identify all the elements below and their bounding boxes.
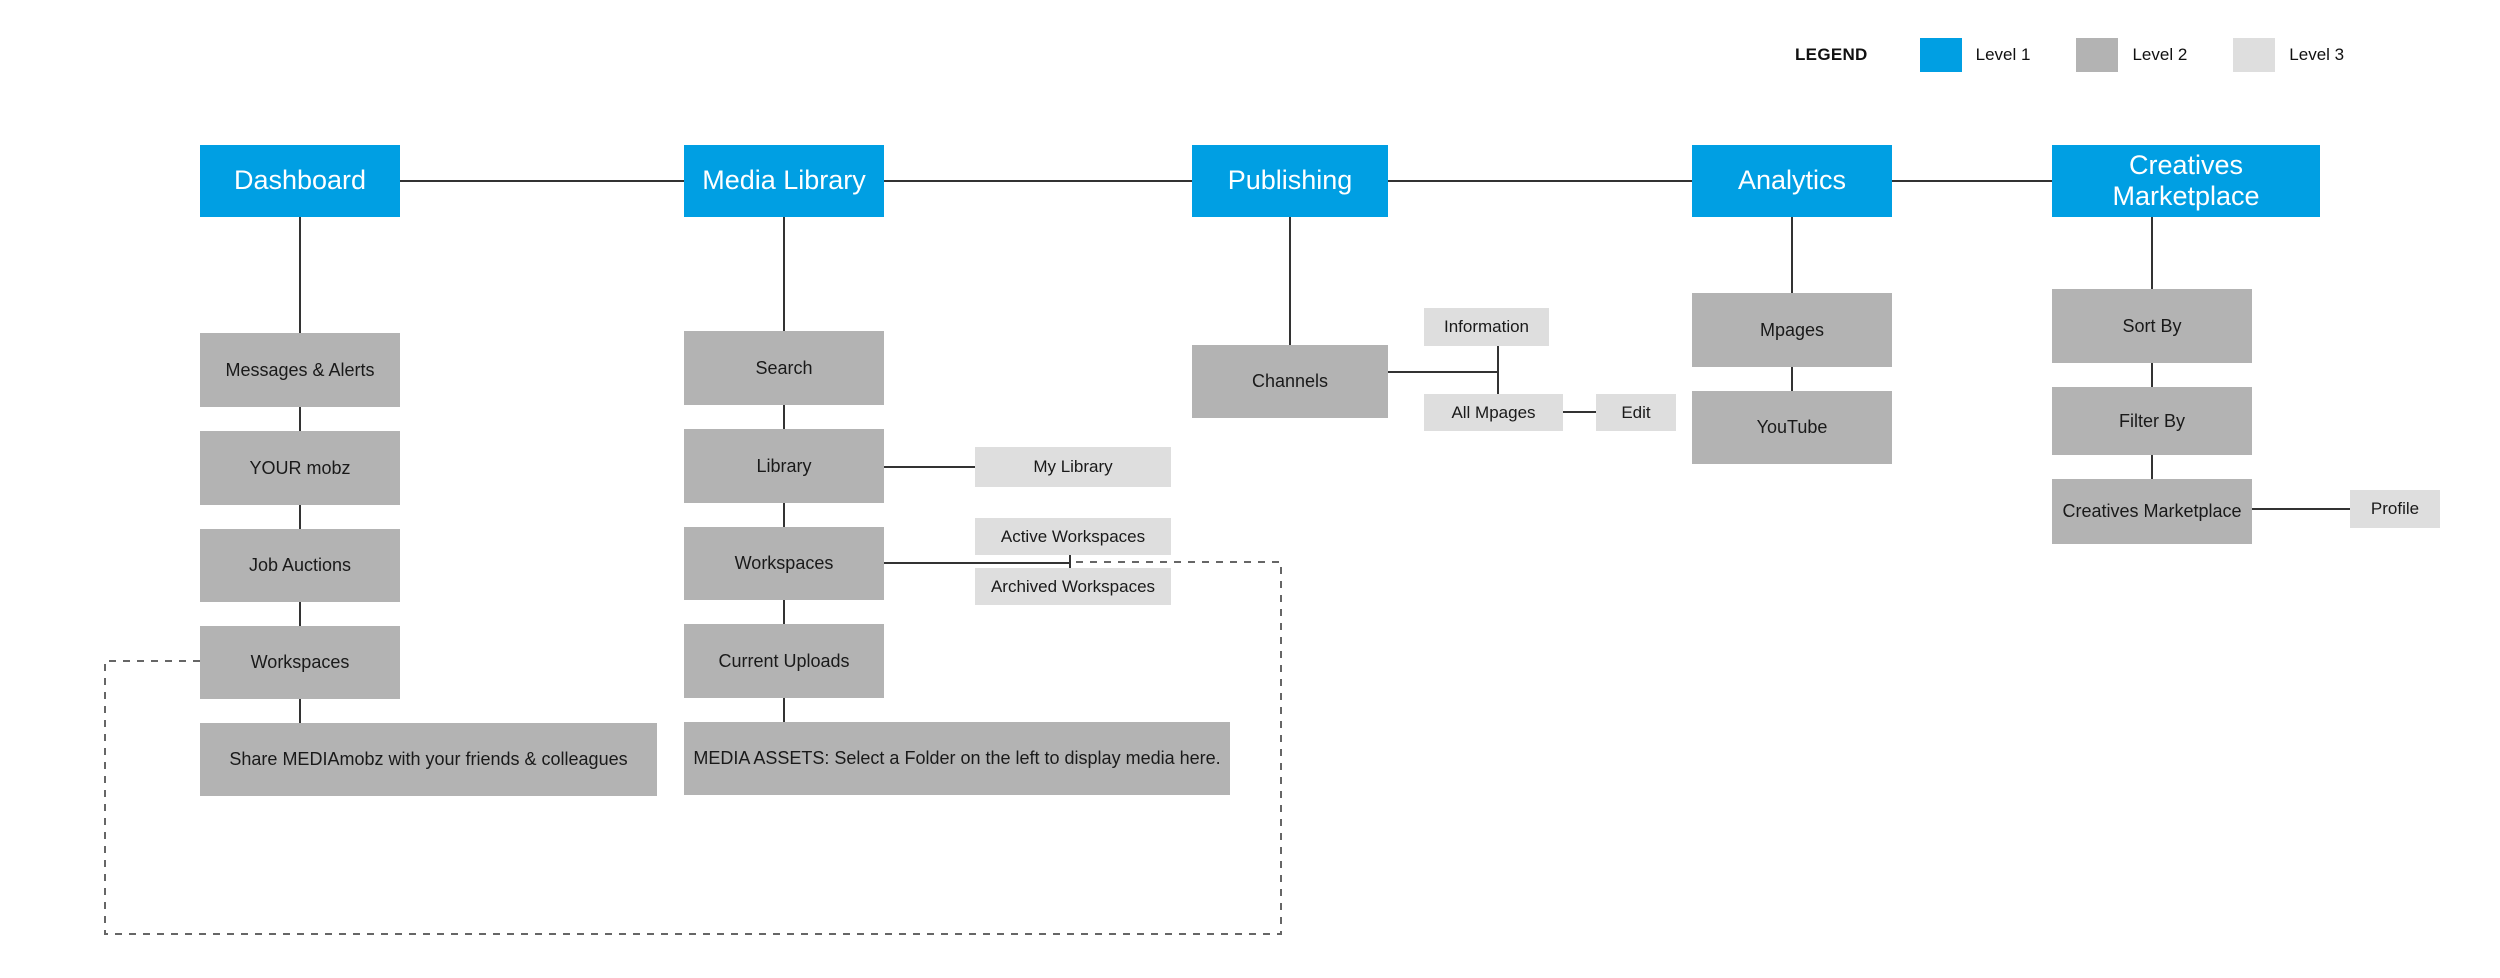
node-search[interactable]: Search bbox=[684, 331, 884, 405]
node-dashboard-workspaces[interactable]: Workspaces bbox=[200, 626, 400, 699]
node-active-workspaces[interactable]: Active Workspaces bbox=[975, 518, 1171, 555]
node-profile[interactable]: Profile bbox=[2350, 490, 2440, 528]
node-channels[interactable]: Channels bbox=[1192, 345, 1388, 418]
node-sort-by[interactable]: Sort By bbox=[2052, 289, 2252, 363]
node-current-uploads[interactable]: Current Uploads bbox=[684, 624, 884, 698]
legend: LEGEND Level 1 Level 2 Level 3 bbox=[1795, 38, 2344, 72]
legend-label-level-3: Level 3 bbox=[2289, 45, 2345, 64]
node-job-auctions[interactable]: Job Auctions bbox=[200, 529, 400, 602]
node-analytics[interactable]: Analytics bbox=[1692, 145, 1892, 217]
node-library[interactable]: Library bbox=[684, 429, 884, 503]
node-youtube[interactable]: YouTube bbox=[1692, 391, 1892, 464]
legend-label-level-1: Level 1 bbox=[1975, 45, 2031, 64]
legend-swatch-level-3 bbox=[2233, 38, 2276, 72]
node-mpages[interactable]: Mpages bbox=[1692, 293, 1892, 367]
node-filter-by[interactable]: Filter By bbox=[2052, 387, 2252, 455]
legend-item-level-3: Level 3 bbox=[2233, 38, 2344, 72]
legend-item-level-2: Level 2 bbox=[2076, 38, 2187, 72]
node-creatives-marketplace-root[interactable]: Creatives Marketplace bbox=[2052, 145, 2320, 217]
legend-item-level-1: Level 1 bbox=[1919, 38, 2031, 72]
node-share-mediamobz[interactable]: Share MEDIAmobz with your friends & coll… bbox=[200, 723, 657, 796]
node-publishing[interactable]: Publishing bbox=[1192, 145, 1388, 217]
legend-label-level-2: Level 2 bbox=[2132, 45, 2188, 64]
node-creatives-marketplace[interactable]: Creatives Marketplace bbox=[2052, 479, 2252, 544]
legend-swatch-level-1 bbox=[1919, 38, 1962, 72]
legend-swatch-level-2 bbox=[2076, 38, 2119, 72]
node-media-workspaces[interactable]: Workspaces bbox=[684, 527, 884, 600]
node-media-library[interactable]: Media Library bbox=[684, 145, 884, 217]
node-archived-workspaces[interactable]: Archived Workspaces bbox=[975, 568, 1171, 605]
node-dashboard[interactable]: Dashboard bbox=[200, 145, 400, 217]
node-information[interactable]: Information bbox=[1424, 308, 1549, 346]
node-edit[interactable]: Edit bbox=[1596, 394, 1676, 431]
node-your-mobz[interactable]: YOUR mobz bbox=[200, 431, 400, 505]
node-messages-and-alerts[interactable]: Messages & Alerts bbox=[200, 333, 400, 407]
node-all-mpages[interactable]: All Mpages bbox=[1424, 394, 1563, 431]
node-my-library[interactable]: My Library bbox=[975, 447, 1171, 487]
node-media-assets[interactable]: MEDIA ASSETS: Select a Folder on the lef… bbox=[684, 722, 1230, 795]
legend-title: LEGEND bbox=[1795, 45, 1868, 64]
